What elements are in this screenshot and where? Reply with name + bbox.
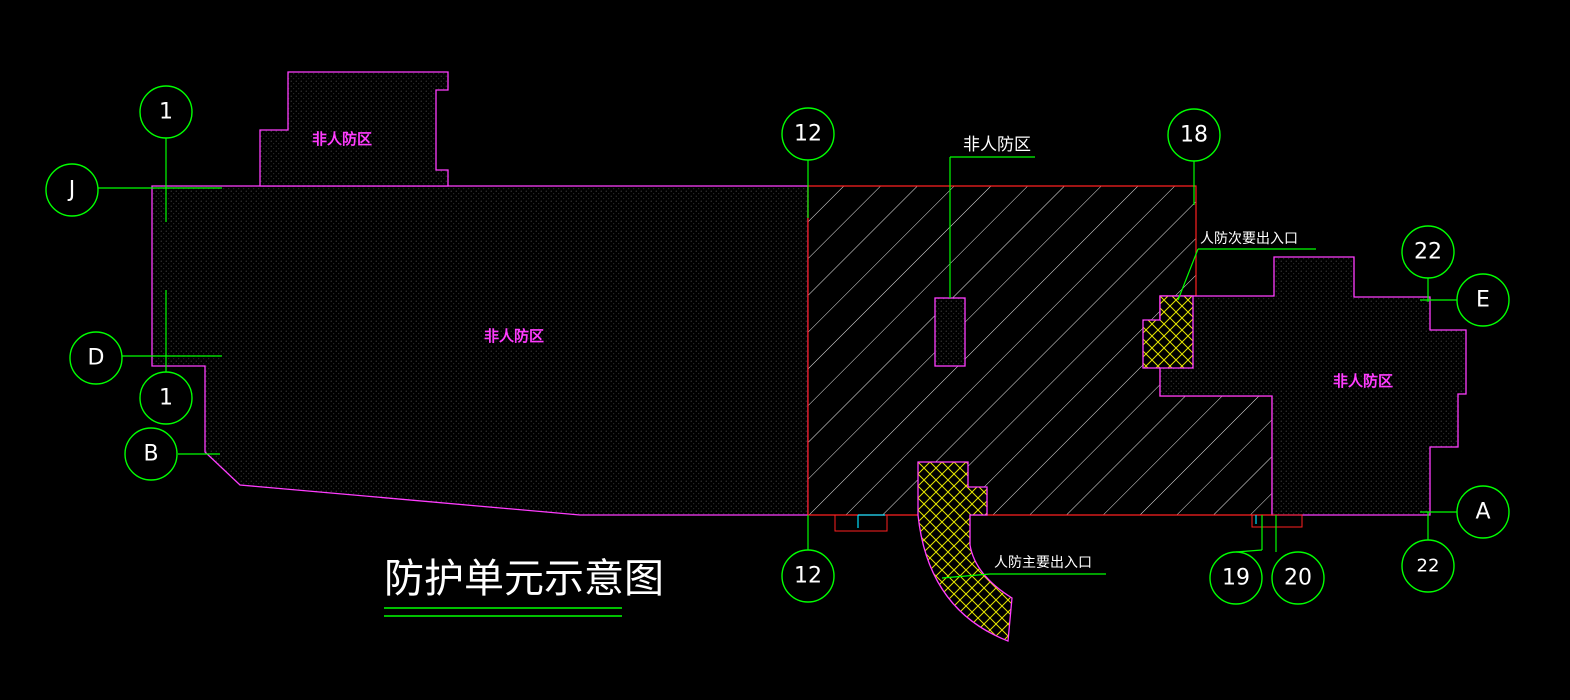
axis-bubble-D: D [69,331,123,385]
bottom-details [834,514,1303,532]
axis-label-A: A [1475,500,1490,525]
axis-label-22-bottom: 22 [1417,556,1440,577]
axis-bubble-A: A [1456,485,1510,539]
axis-bubble-18: 18 [1167,108,1221,162]
non-civil-defense-pocket [934,297,966,367]
axis-label-1-bottom: 1 [159,386,173,411]
axis-bubble-E: E [1456,273,1510,327]
axis-label-1-top: 1 [159,100,173,125]
left-zone-fill [151,185,809,516]
axis-label-E: E [1476,288,1490,313]
axis-label-18: 18 [1180,123,1208,148]
axis-bubble-20: 20 [1271,551,1325,605]
axis-label-20: 20 [1284,566,1312,591]
axis-bubble-B: B [124,427,178,481]
drawing-title: 防护单元示意图 [384,556,664,617]
axis-bubble-22-bottom: 22 [1401,539,1455,593]
axis-bubble-J: J [45,163,99,217]
zone-label-left: 非人防区 [484,327,544,345]
axis-label-D: D [88,346,105,371]
callout-main-entrance: 人防主要出入口 [994,555,1092,571]
title-text: 防护单元示意图 [384,556,664,602]
axis-bubbles: 1 J D 1 B 12 12 18 [45,85,1510,605]
callout-non-civil-defense: 非人防区 [963,135,1031,155]
axis-label-12-top: 12 [794,122,822,147]
callout-secondary-entrance: 人防次要出入口 [1200,231,1298,247]
right-zone [1159,256,1467,516]
axis-label-19: 19 [1222,566,1250,591]
left-zone [151,71,809,516]
axis-bubble-12-bottom: 12 [781,549,835,603]
axis-bubble-1-top: 1 [139,85,193,139]
axis-label-22-top: 22 [1414,240,1442,265]
top-annex-fill [259,71,449,187]
secondary-entrance-shape [1142,295,1194,369]
axis-label-12-bottom: 12 [794,564,822,589]
zone-label-right: 非人防区 [1333,372,1393,390]
zone-label-top-annex: 非人防区 [312,130,372,148]
axis-label-J: J [67,178,76,203]
axis-bubble-22-top: 22 [1401,225,1455,279]
axis-bubble-1-bottom: 1 [139,371,193,425]
axis-label-B: B [143,442,158,467]
main-entrance-shape [917,461,1013,642]
right-zone-fill [1159,256,1467,516]
axis-bubble-19: 19 [1209,551,1263,605]
axis-bubble-12-top: 12 [781,107,835,161]
